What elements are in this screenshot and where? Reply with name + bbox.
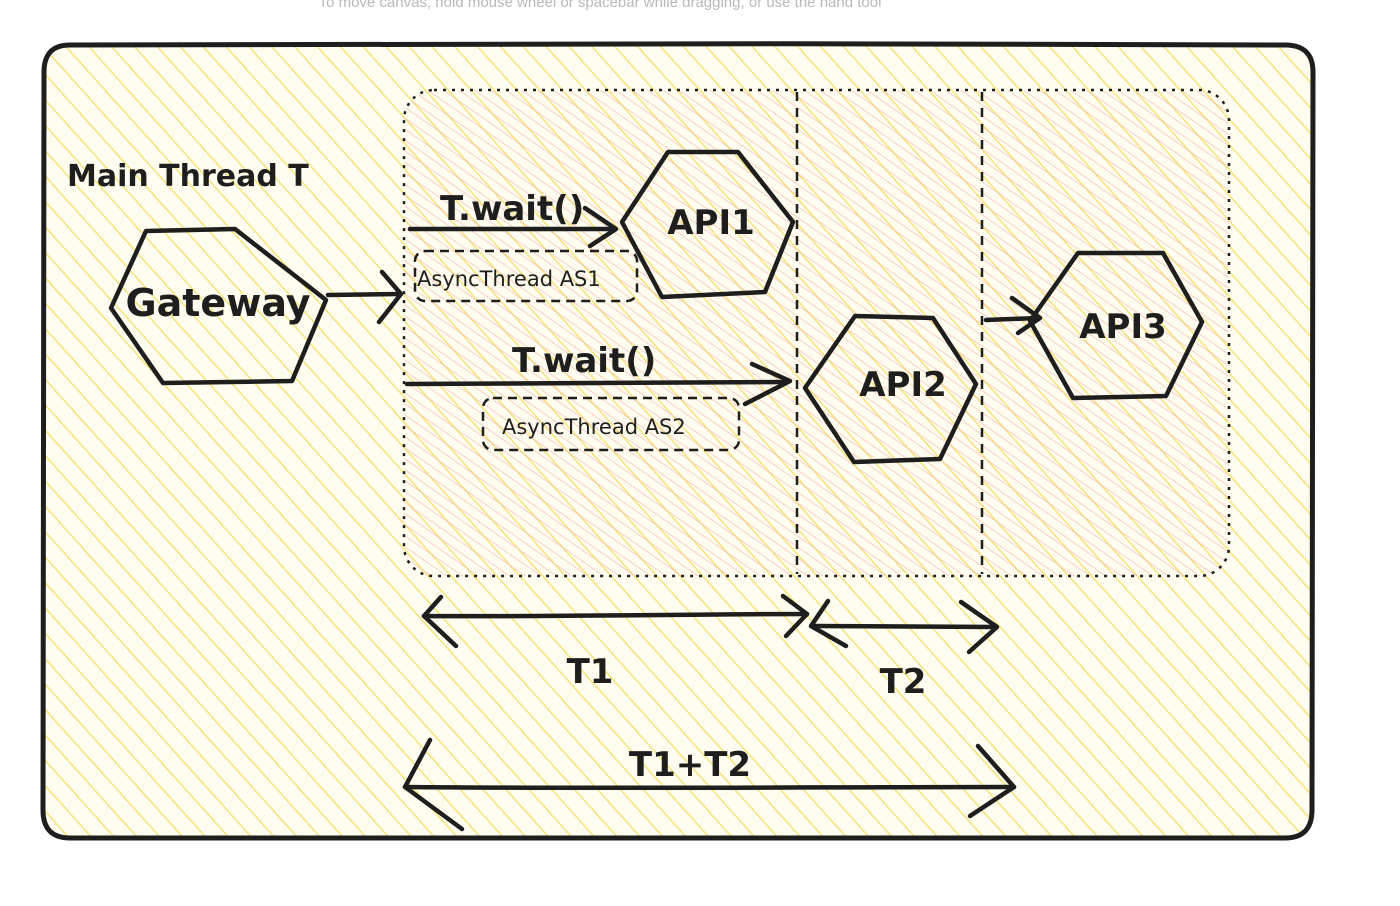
canvas-hint: To move canvas, hold mouse wheel or spac… bbox=[318, 0, 882, 11]
api1-node[interactable]: API1 bbox=[619, 149, 796, 300]
wait-label-2: T.wait() bbox=[512, 341, 656, 381]
as1-label: AsyncThread AS1 bbox=[417, 267, 601, 291]
gateway-node[interactable]: Gateway bbox=[108, 226, 329, 386]
api2-label: API2 bbox=[859, 365, 947, 405]
t2-label: T2 bbox=[880, 662, 927, 702]
wait-label-1: T.wait() bbox=[440, 189, 584, 229]
total-span-arrow bbox=[402, 737, 1017, 832]
async-thread-as1[interactable]: AsyncThread AS1 bbox=[413, 249, 639, 303]
t1-label: T1 bbox=[567, 652, 614, 692]
gateway-label: Gateway bbox=[125, 281, 310, 325]
api1-label: API1 bbox=[667, 203, 755, 243]
api3-node[interactable]: API3 bbox=[1027, 250, 1205, 401]
gateway-arrow bbox=[325, 269, 404, 325]
api3-label: API3 bbox=[1079, 307, 1167, 347]
t1-span-arrow bbox=[421, 593, 810, 649]
api2-node[interactable]: API2 bbox=[802, 313, 979, 465]
async-thread-as2[interactable]: AsyncThread AS2 bbox=[481, 396, 741, 452]
wait-arrow-api1 bbox=[407, 205, 619, 249]
as2-label: AsyncThread AS2 bbox=[502, 415, 686, 439]
total-label: T1+T2 bbox=[629, 745, 751, 785]
main-thread-label: Main Thread T bbox=[67, 159, 309, 194]
t2-span-arrow bbox=[808, 598, 1000, 655]
async-region[interactable] bbox=[402, 88, 1231, 578]
wait-arrow-api2 bbox=[404, 361, 793, 407]
